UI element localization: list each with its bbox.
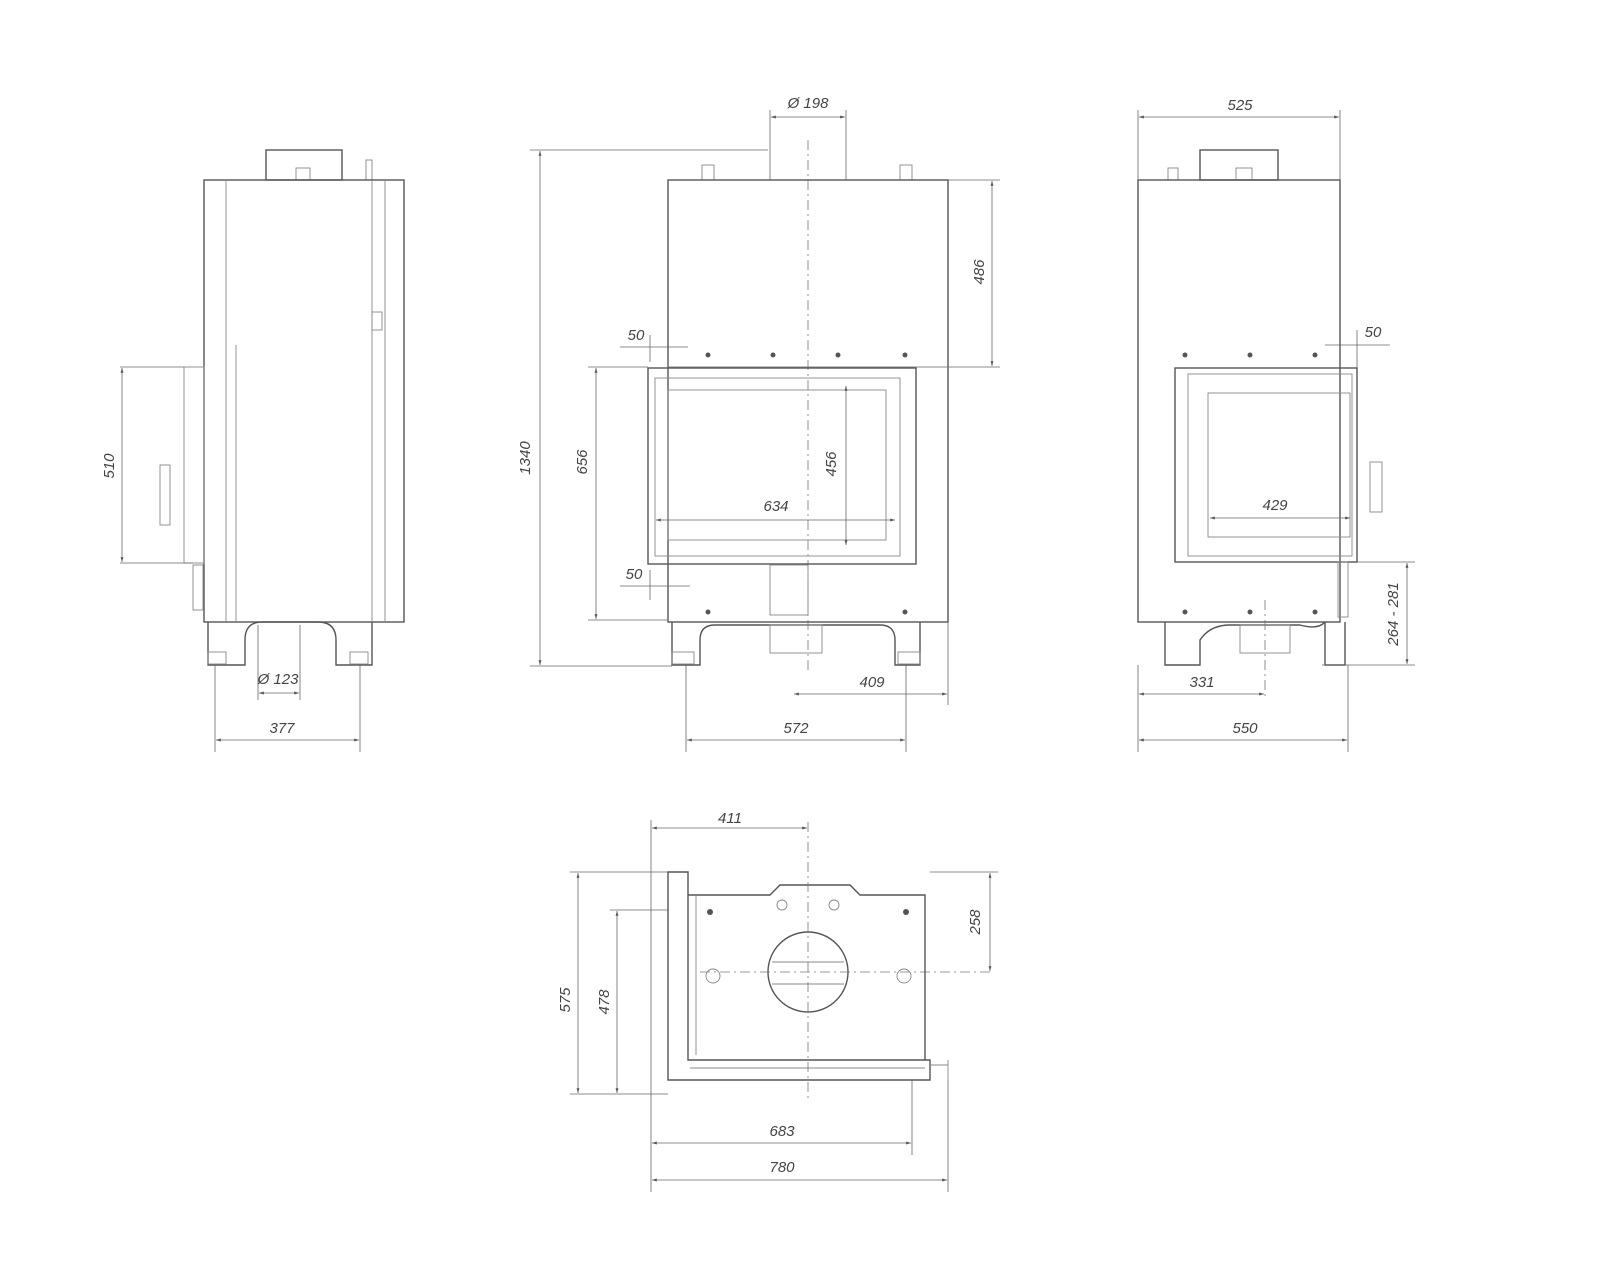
- dim-377: 377: [269, 720, 295, 737]
- dim-634: 634: [763, 498, 788, 515]
- dim-525: 525: [1227, 97, 1253, 114]
- dim-50-right: 50: [1365, 324, 1382, 341]
- dim-478: 478: [596, 989, 613, 1015]
- side-view: 510 Ø 123 377: [101, 149, 405, 752]
- dim-409: 409: [859, 674, 885, 691]
- dim-flue-diameter-123: Ø 123: [257, 671, 300, 688]
- dim-683: 683: [769, 1123, 795, 1140]
- dim-50-top: 50: [628, 327, 645, 344]
- plan-view: 411 258 575 478 683 780: [557, 810, 998, 1192]
- dim-656: 656: [574, 449, 591, 475]
- dim-258: 258: [967, 909, 984, 936]
- dim-456: 456: [823, 451, 840, 477]
- right-view: 525 50 429 264 - 281 331 550: [1137, 97, 1415, 752]
- dim-1340: 1340: [517, 441, 534, 475]
- dim-331: 331: [1189, 674, 1214, 691]
- dim-50-bottom: 50: [626, 566, 643, 583]
- dim-486: 486: [971, 259, 988, 285]
- dim-572: 572: [783, 720, 809, 737]
- dim-550: 550: [1232, 720, 1258, 737]
- dim-flue-diameter-198: Ø 198: [787, 95, 830, 112]
- dim-411: 411: [718, 810, 742, 827]
- front-view: Ø 198 1340 486 50 656 456 634 50 409 572: [517, 95, 1000, 752]
- dim-780: 780: [769, 1159, 795, 1176]
- dim-510: 510: [101, 453, 118, 479]
- dim-264-281: 264 - 281: [1385, 582, 1402, 646]
- dim-429: 429: [1262, 497, 1288, 514]
- dim-575: 575: [557, 987, 574, 1013]
